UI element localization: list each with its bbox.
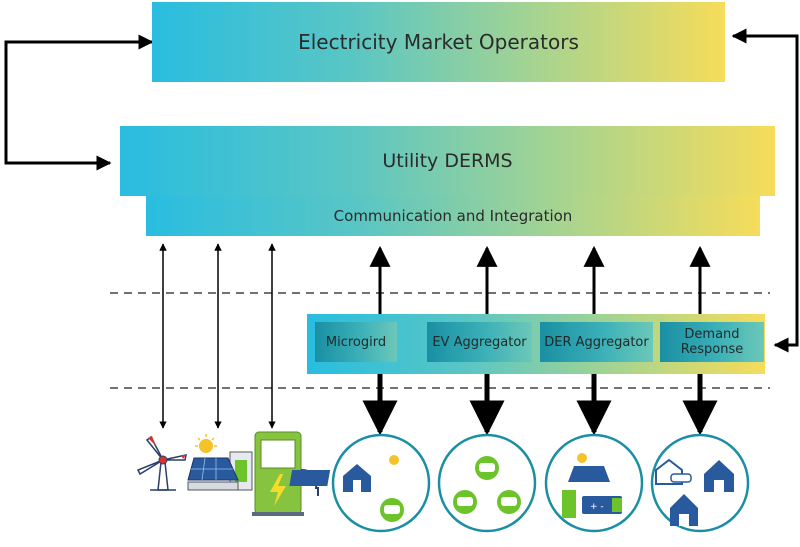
wind-turbine-icon — [136, 435, 187, 491]
ev-fleet-icon — [437, 433, 537, 533]
utility-derms-label: Utility DERMS — [382, 150, 513, 172]
aggregator-label: Microgird — [325, 334, 387, 350]
loop-arrow-left — [4, 34, 154, 171]
market-operators-box: Electricity Market Operators — [152, 2, 725, 82]
market-operators-label: Electricity Market Operators — [298, 30, 579, 54]
svg-text:+ -: + - — [590, 502, 604, 512]
microgrid-cluster-icon — [289, 433, 431, 533]
der-storage-icon: + - — [544, 433, 644, 533]
ev-charger-icon — [252, 431, 320, 516]
smart-homes-icon — [650, 433, 750, 533]
communication-label: Communication and Integration — [333, 207, 573, 225]
aggregator-label: Demand Response — [680, 327, 744, 357]
aggregator-label: DER Aggregator — [544, 334, 649, 350]
aggregator-label: EV Aggregator — [432, 334, 527, 350]
loop-arrow-right — [731, 28, 799, 353]
utility-derms-box: Utility DERMS — [120, 126, 775, 196]
aggregator-microgrid: Microgird — [315, 322, 397, 362]
aggregator-ev: EV Aggregator — [427, 322, 532, 362]
solar-panel-icon — [187, 434, 253, 491]
aggregator-der: DER Aggregator — [540, 322, 653, 362]
communication-box: Communication and Integration — [146, 196, 760, 236]
aggregator-demand-response: Demand Response — [660, 322, 764, 362]
